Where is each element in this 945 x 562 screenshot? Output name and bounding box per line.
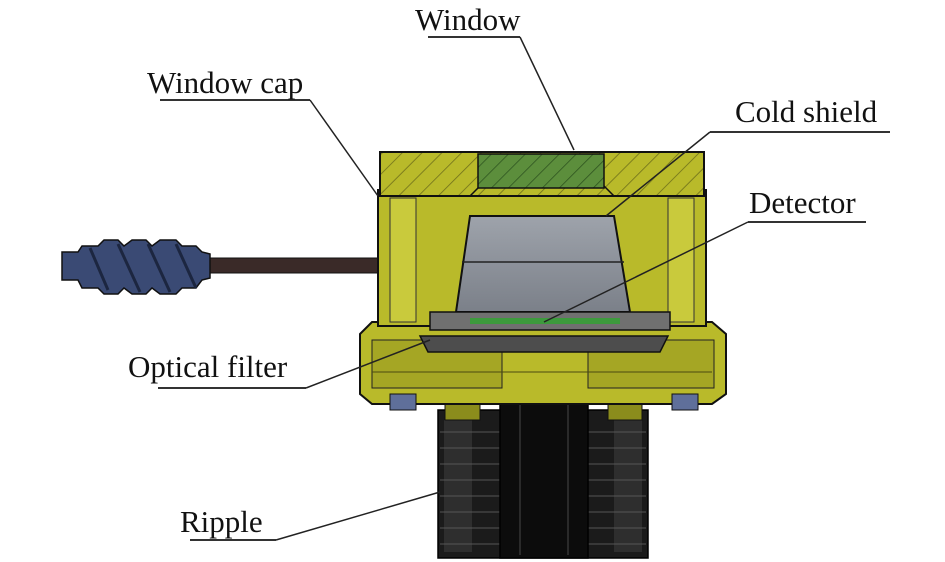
connector-plug <box>61 239 211 295</box>
optical-filter-label: Optical filter <box>128 349 288 384</box>
optical-filter-plate <box>418 335 670 353</box>
cold-shield <box>454 215 632 313</box>
leader-detector <box>543 221 866 323</box>
leader-window <box>428 36 575 151</box>
window-element <box>477 153 605 189</box>
leader-optical-filter <box>158 339 431 389</box>
leader-cold-shield <box>605 131 890 217</box>
base-flange <box>359 321 727 405</box>
ripple-label: Ripple <box>180 504 263 539</box>
connector-cable <box>199 257 387 274</box>
leader-window-cap <box>160 99 379 197</box>
window-label: Window <box>415 2 521 37</box>
detector-label: Detector <box>749 185 856 220</box>
cold-shield-label: Cold shield <box>735 94 878 129</box>
leader-ripple <box>190 491 441 541</box>
detector-stage <box>429 311 671 331</box>
flange-bolts <box>389 393 699 411</box>
window-cap-label: Window cap <box>147 65 304 100</box>
